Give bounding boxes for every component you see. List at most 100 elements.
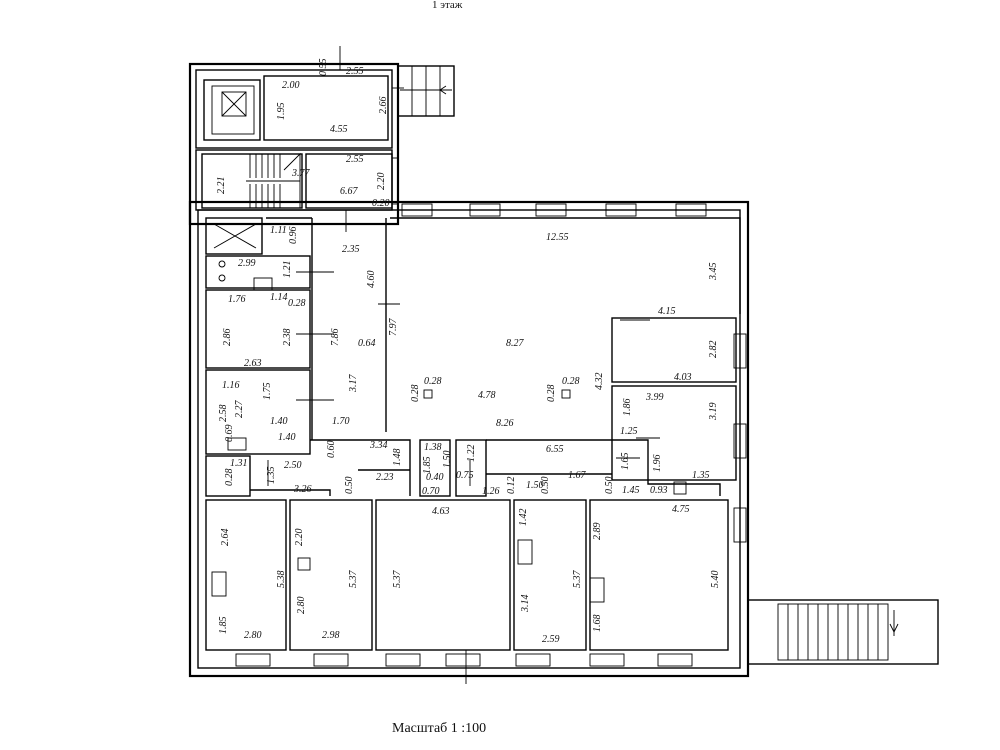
dim-label: 3.17 — [348, 374, 359, 394]
right-windows — [733, 333, 747, 543]
dim-label: 8.27 — [506, 338, 525, 349]
dim-label: 5.38 — [276, 571, 287, 589]
dim-label: 12.55 — [546, 232, 569, 243]
scale-label: Масштаб 1 :100 — [392, 721, 486, 736]
dim-label: 0.12 — [506, 477, 517, 495]
dim-label: 1.26 — [482, 486, 500, 497]
dim-label: 3.26 — [293, 484, 312, 495]
dim-label: 1.42 — [518, 509, 529, 527]
dim-label: 7.86 — [330, 329, 341, 347]
dim-label: 2.58 — [218, 405, 229, 423]
dim-label: 0.28 — [224, 469, 235, 487]
dim-label: 1.96 — [652, 455, 663, 473]
dim-label: 1.68 — [592, 615, 603, 633]
dim-label: 0.28 — [562, 376, 580, 387]
dim-label: 1.86 — [622, 399, 633, 417]
dim-label: 1.40 — [270, 416, 288, 427]
dim-label: 2.80 — [296, 597, 307, 615]
dim-label: 7.97 — [388, 318, 399, 337]
dim-label: 4.75 — [672, 504, 690, 515]
dim-label: 0.28 — [288, 298, 306, 309]
dim-label: 2.55 — [346, 66, 364, 77]
dim-label: 1.21 — [282, 261, 293, 279]
dim-label: 2.64 — [220, 529, 231, 547]
dim-label: 2.27 — [234, 400, 245, 419]
dim-label: 1.35 — [692, 470, 710, 481]
dim-label: 5.40 — [710, 571, 721, 589]
dim-label: 1.25 — [620, 426, 638, 437]
plumbing-icons — [211, 277, 687, 603]
room-right-2 — [611, 385, 737, 481]
dim-label: 0.28 — [410, 385, 421, 403]
annex-staircase — [201, 153, 303, 209]
dim-label: 6.67 — [340, 186, 359, 197]
dim-label: 1.38 — [424, 442, 442, 453]
room-annex-top — [263, 75, 389, 141]
bottom-room-3 — [375, 499, 511, 651]
dimension-labels: 0.55 2.55 2.00 1.95 2.66 4.55 2.55 2.21 … — [216, 59, 721, 646]
dim-label: 0.70 — [422, 486, 440, 497]
dim-label: 2.98 — [322, 630, 340, 641]
dim-label: 2.99 — [238, 258, 256, 269]
dim-label: 1.70 — [332, 416, 350, 427]
dim-label: 0.60 — [326, 441, 337, 459]
dim-label: 1.76 — [228, 294, 246, 305]
dim-label: 5.37 — [348, 570, 359, 589]
dim-label: 3.14 — [520, 595, 531, 614]
dim-label: 2.00 — [282, 80, 300, 91]
dim-label: 5.37 — [392, 570, 403, 589]
dim-label: 2.63 — [244, 358, 262, 369]
dim-label: 1.35 — [266, 467, 277, 485]
dim-label: 1.85 — [218, 617, 229, 635]
dim-label: 0.50 — [604, 477, 615, 495]
dim-label: 4.03 — [674, 372, 692, 383]
dim-label: 0.28 — [424, 376, 442, 387]
dim-label: 2.35 — [342, 244, 360, 255]
dim-label: 2.66 — [378, 97, 389, 115]
elevator-shaft-2 — [205, 217, 263, 255]
dim-label: 0.64 — [358, 338, 376, 349]
dim-label: 1.16 — [222, 380, 240, 391]
dim-label: 0.28 — [546, 385, 557, 403]
dim-label: 0.20 — [372, 198, 390, 209]
bottom-windows — [235, 653, 693, 667]
dim-label: 1.22 — [466, 445, 477, 463]
dim-label: 3.45 — [708, 263, 719, 282]
door-ticks — [267, 210, 660, 486]
stair-treads — [246, 152, 301, 208]
dim-label: 2.23 — [376, 472, 394, 483]
dim-label: 0.75 — [456, 470, 474, 481]
dim-label: 1.67 — [568, 470, 587, 481]
top-windows — [401, 203, 707, 217]
dim-label: 2.86 — [222, 329, 233, 347]
dim-label: 4.63 — [432, 506, 450, 517]
dim-label: 1.31 — [230, 458, 248, 469]
bottom-room-2 — [289, 499, 373, 651]
room-right-1 — [611, 317, 737, 383]
dim-label: 1.75 — [262, 383, 273, 401]
dim-label: 2.20 — [376, 173, 387, 191]
dim-label: 4.78 — [478, 390, 496, 401]
dim-label: 1.48 — [392, 449, 403, 467]
dim-label: 2.20 — [294, 529, 305, 547]
bottom-room-5 — [589, 499, 729, 651]
dim-label: 2.38 — [282, 329, 293, 347]
dim-label: 0.96 — [288, 227, 299, 245]
dim-label: 2.55 — [346, 154, 364, 165]
dim-label: 1.40 — [278, 432, 296, 443]
dim-label: 2.59 — [542, 634, 560, 645]
dim-label: 8.26 — [496, 418, 514, 429]
dim-label: 4.32 — [594, 373, 605, 391]
dim-label: 2.89 — [592, 523, 603, 541]
dim-label: 0.50 — [344, 477, 355, 495]
dim-label: 3.99 — [645, 392, 664, 403]
dim-label: 1.65 — [620, 453, 631, 471]
dim-label: 1.95 — [276, 103, 287, 121]
column-left — [423, 389, 433, 399]
external-stair — [747, 599, 939, 665]
dim-label: 3.34 — [369, 440, 388, 451]
dim-label: 5.37 — [572, 570, 583, 589]
dim-label: 1.50 — [526, 480, 544, 491]
floor-title: 1 этаж — [432, 0, 463, 11]
dim-label: 1.45 — [622, 485, 640, 496]
